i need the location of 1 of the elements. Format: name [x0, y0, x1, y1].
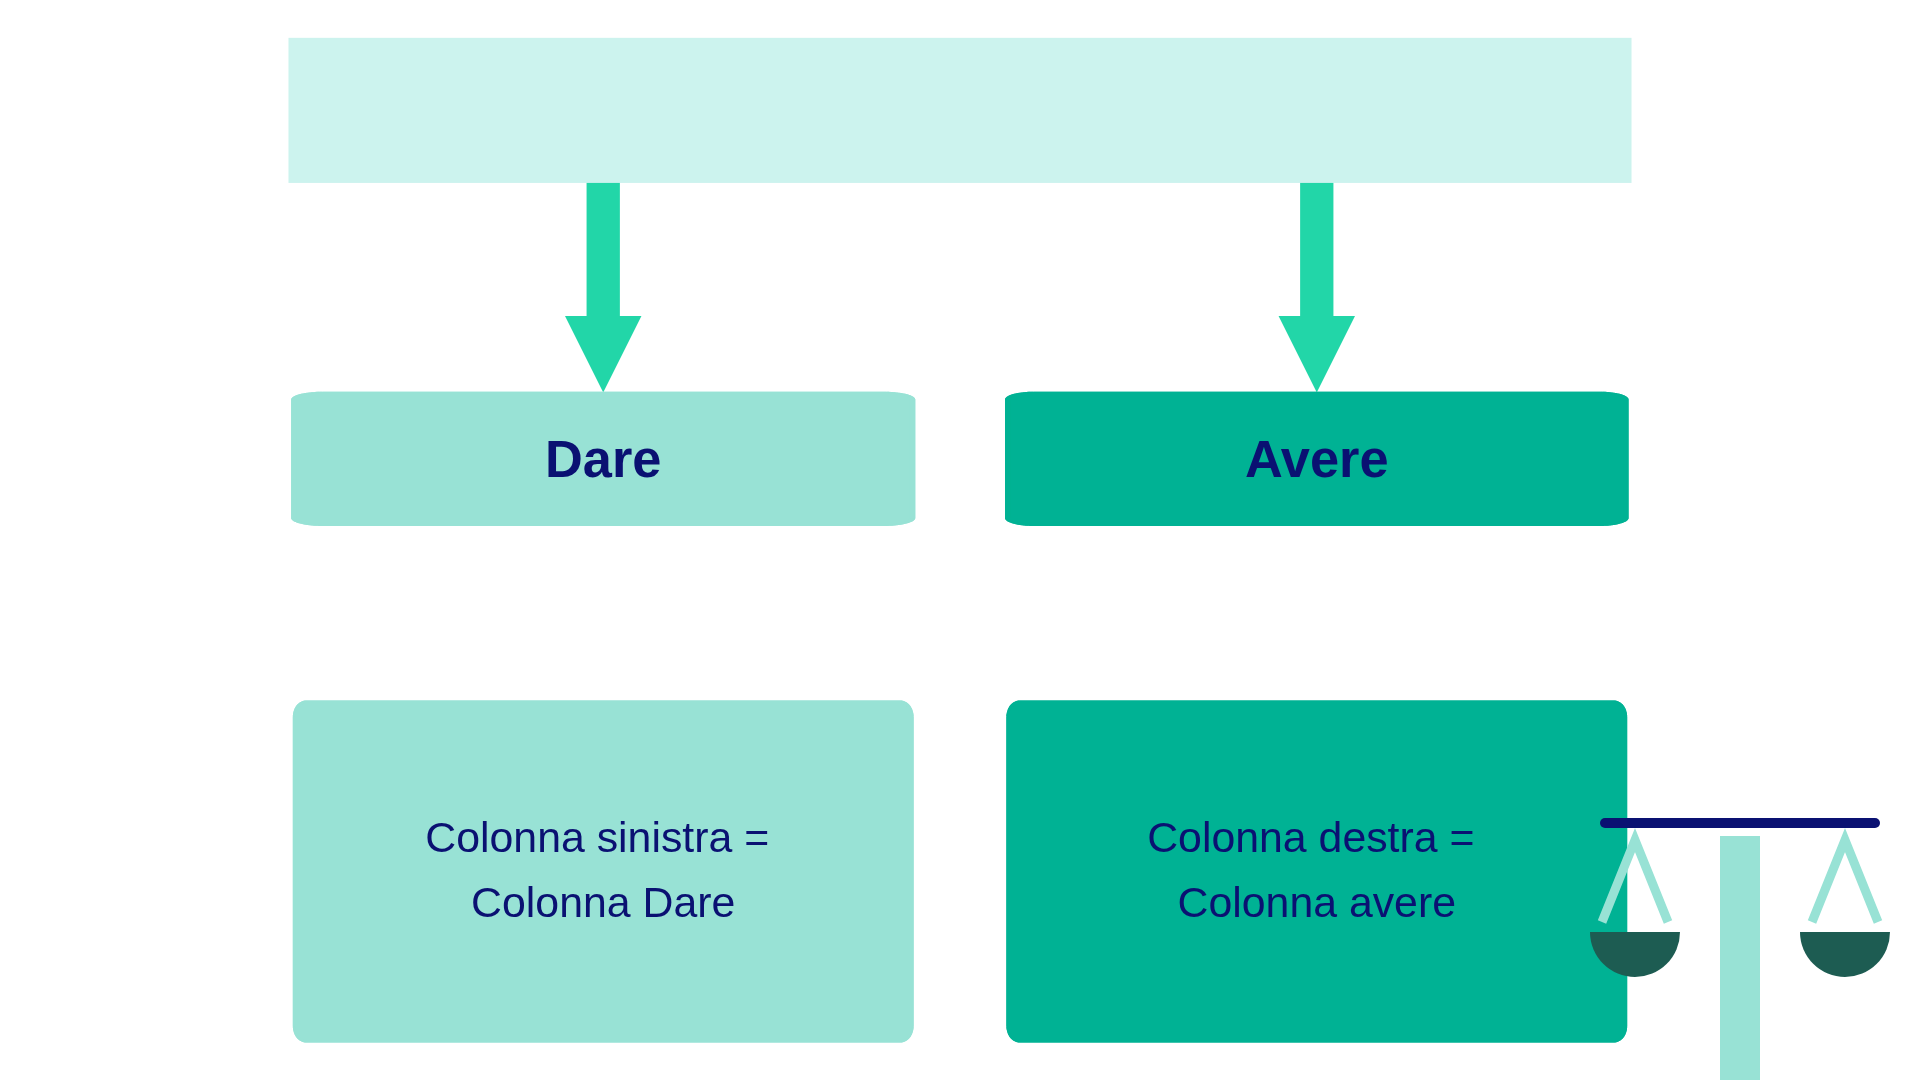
node-box — [291, 36, 1629, 185]
